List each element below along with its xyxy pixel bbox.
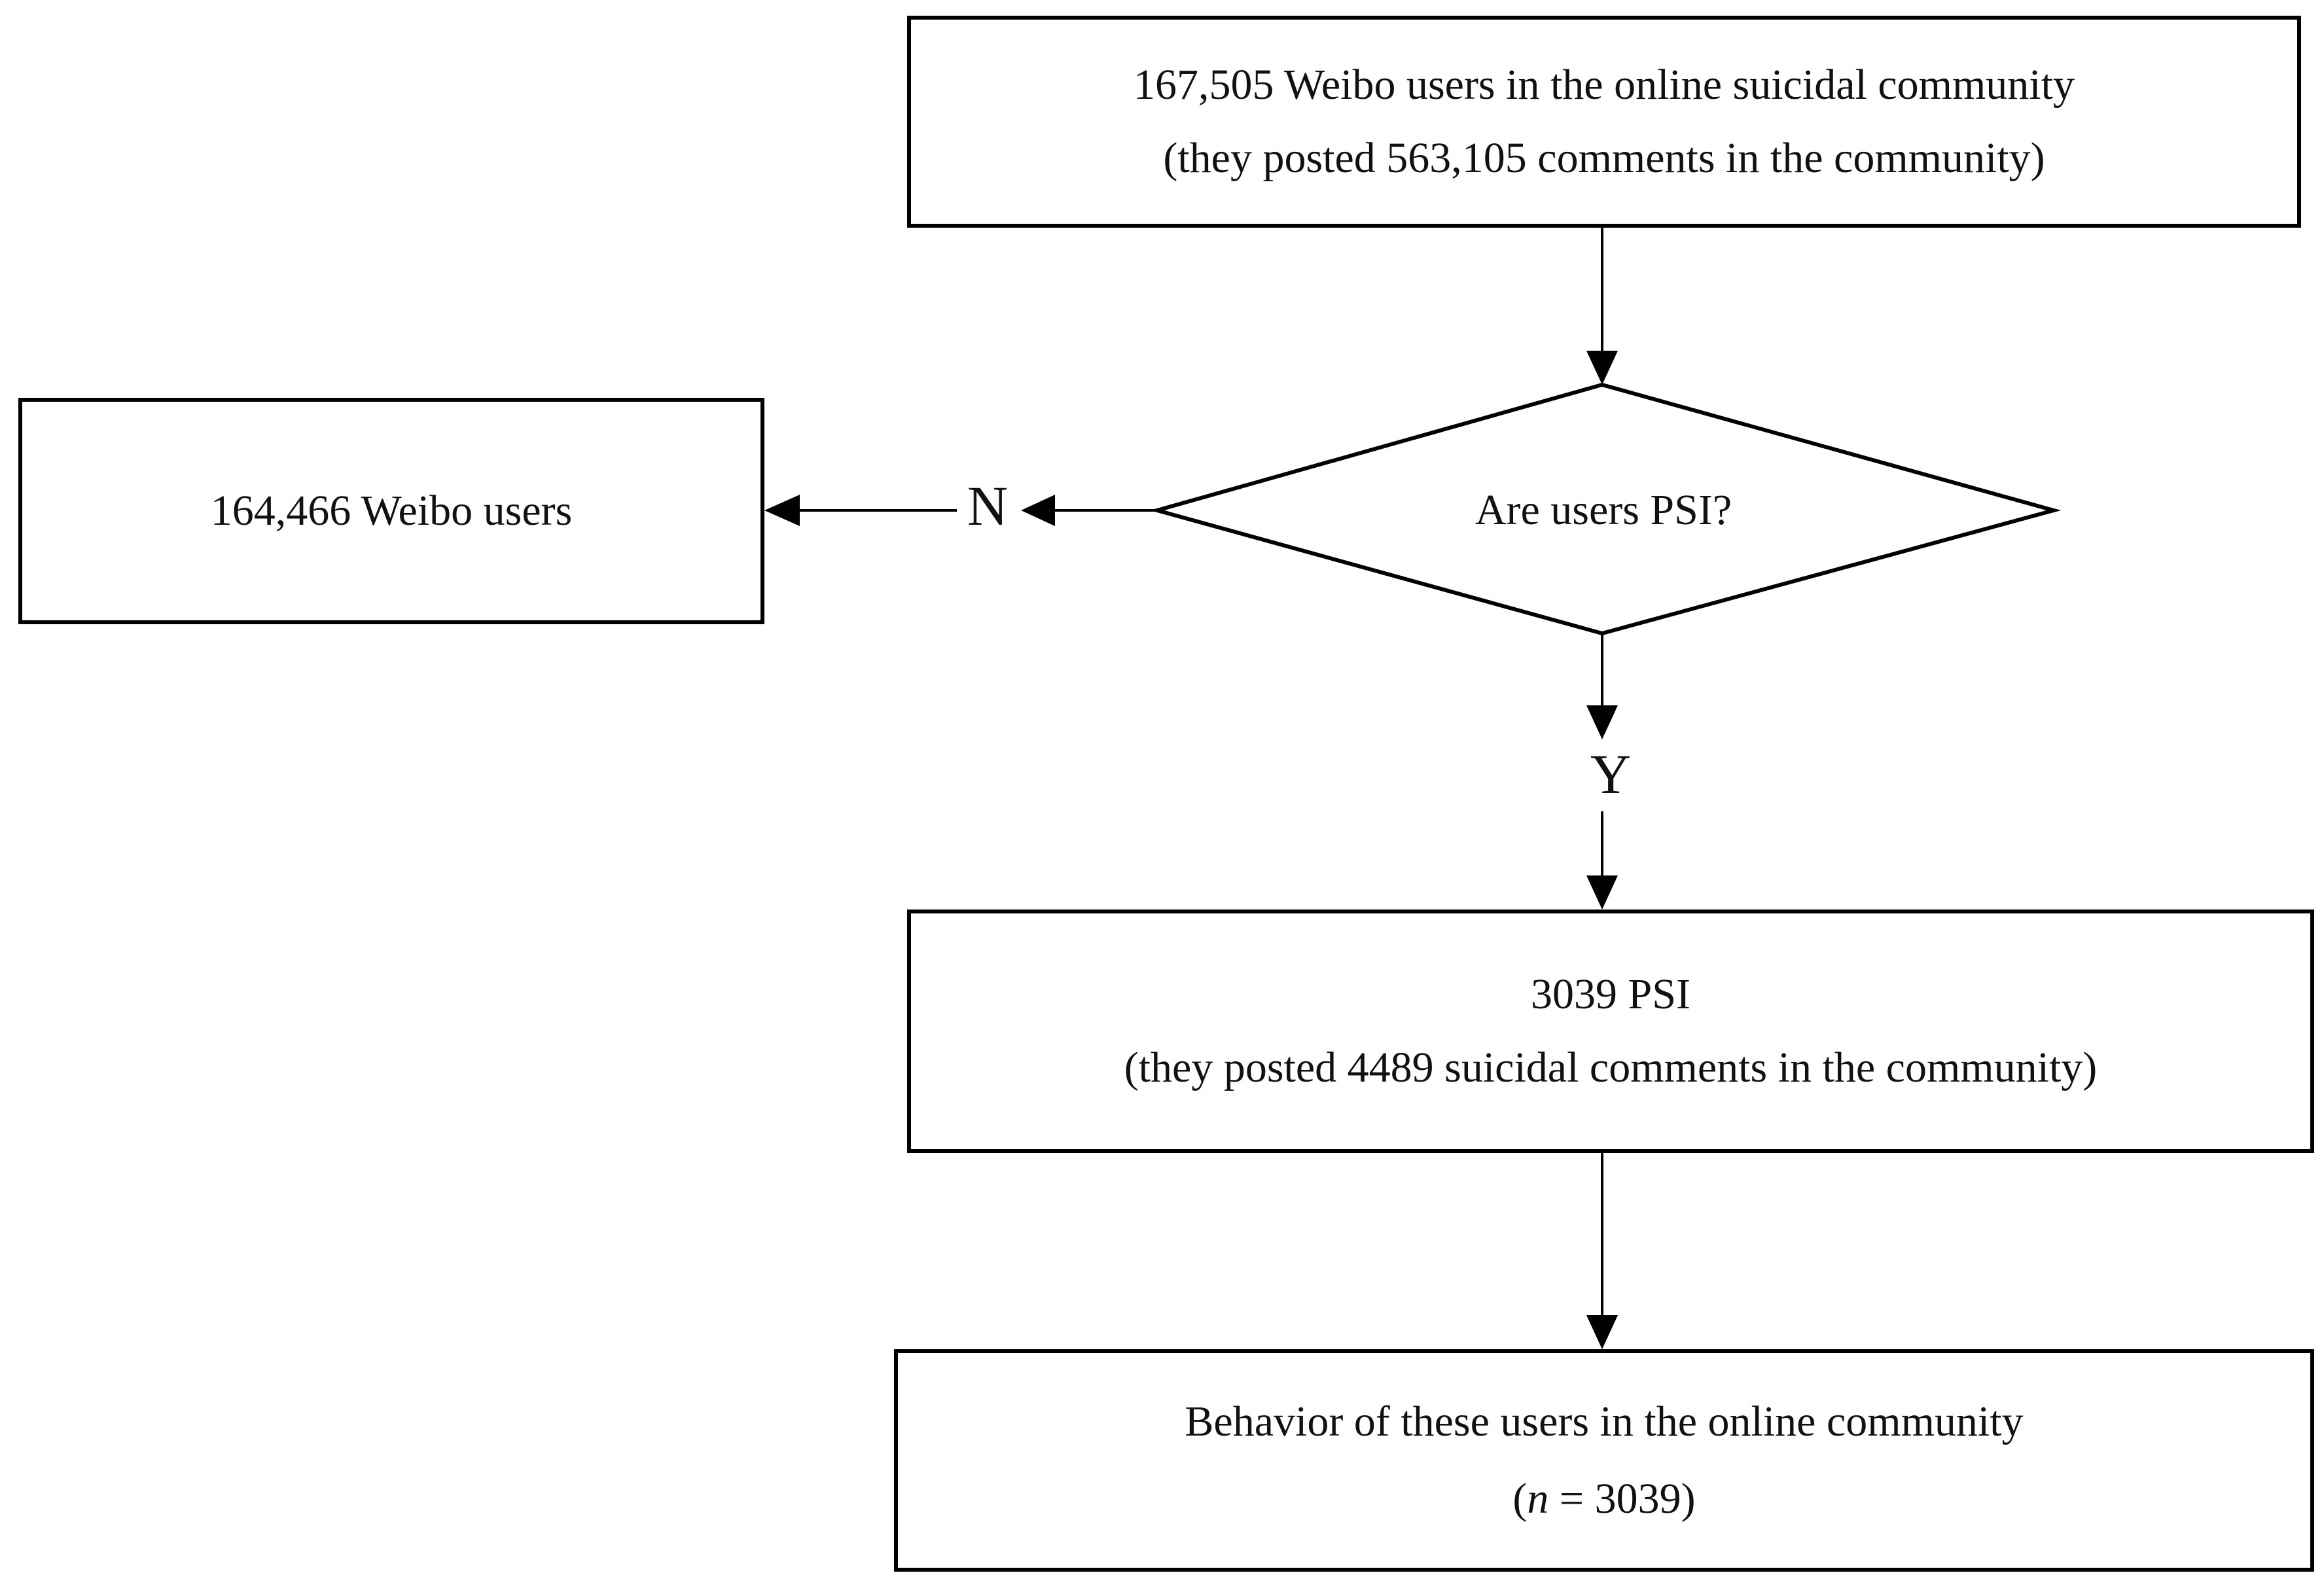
arrowhead-decision-to-y xyxy=(1586,705,1618,739)
decision-node-text: Are users PSI? xyxy=(1475,486,1732,534)
result-node-line2: (n = 3039) xyxy=(1512,1462,1695,1536)
no-branch-text: 164,466 Weibo users xyxy=(210,487,573,535)
arrowhead-y-to-psi-box xyxy=(1586,875,1618,910)
arrowhead-psi-to-result xyxy=(1586,1315,1618,1349)
yes-branch-box: 3039 PSI (they posted 4489 suicidal comm… xyxy=(907,910,2314,1153)
start-node-line1: 167,505 Weibo users in the online suicid… xyxy=(1134,61,2075,109)
yes-branch-line2: (they posted 4489 suicidal comments in t… xyxy=(1124,1044,2098,1091)
no-branch-label: N xyxy=(962,478,1014,534)
yes-branch-line1: 3039 PSI xyxy=(1531,970,1690,1018)
arrowhead-decision-to-n xyxy=(1021,495,1055,526)
result-node-line1: Behavior of these users in the online co… xyxy=(1185,1398,2024,1445)
arrowhead-n-to-no-box xyxy=(764,495,800,526)
no-branch-box: 164,466 Weibo users xyxy=(18,398,764,624)
start-node-box: 167,505 Weibo users in the online suicid… xyxy=(907,16,2301,228)
result-node-line2-rest: = 3039) xyxy=(1548,1475,1696,1523)
result-node-line2-open: ( xyxy=(1512,1475,1528,1523)
result-node-variable: n xyxy=(1527,1475,1549,1523)
result-node-box: Behavior of these users in the online co… xyxy=(894,1349,2314,1572)
yes-branch-label: Y xyxy=(1585,746,1637,802)
arrowhead-start-to-decision xyxy=(1586,351,1618,385)
start-node-line2: (they posted 563,105 comments in the com… xyxy=(1163,134,2045,182)
